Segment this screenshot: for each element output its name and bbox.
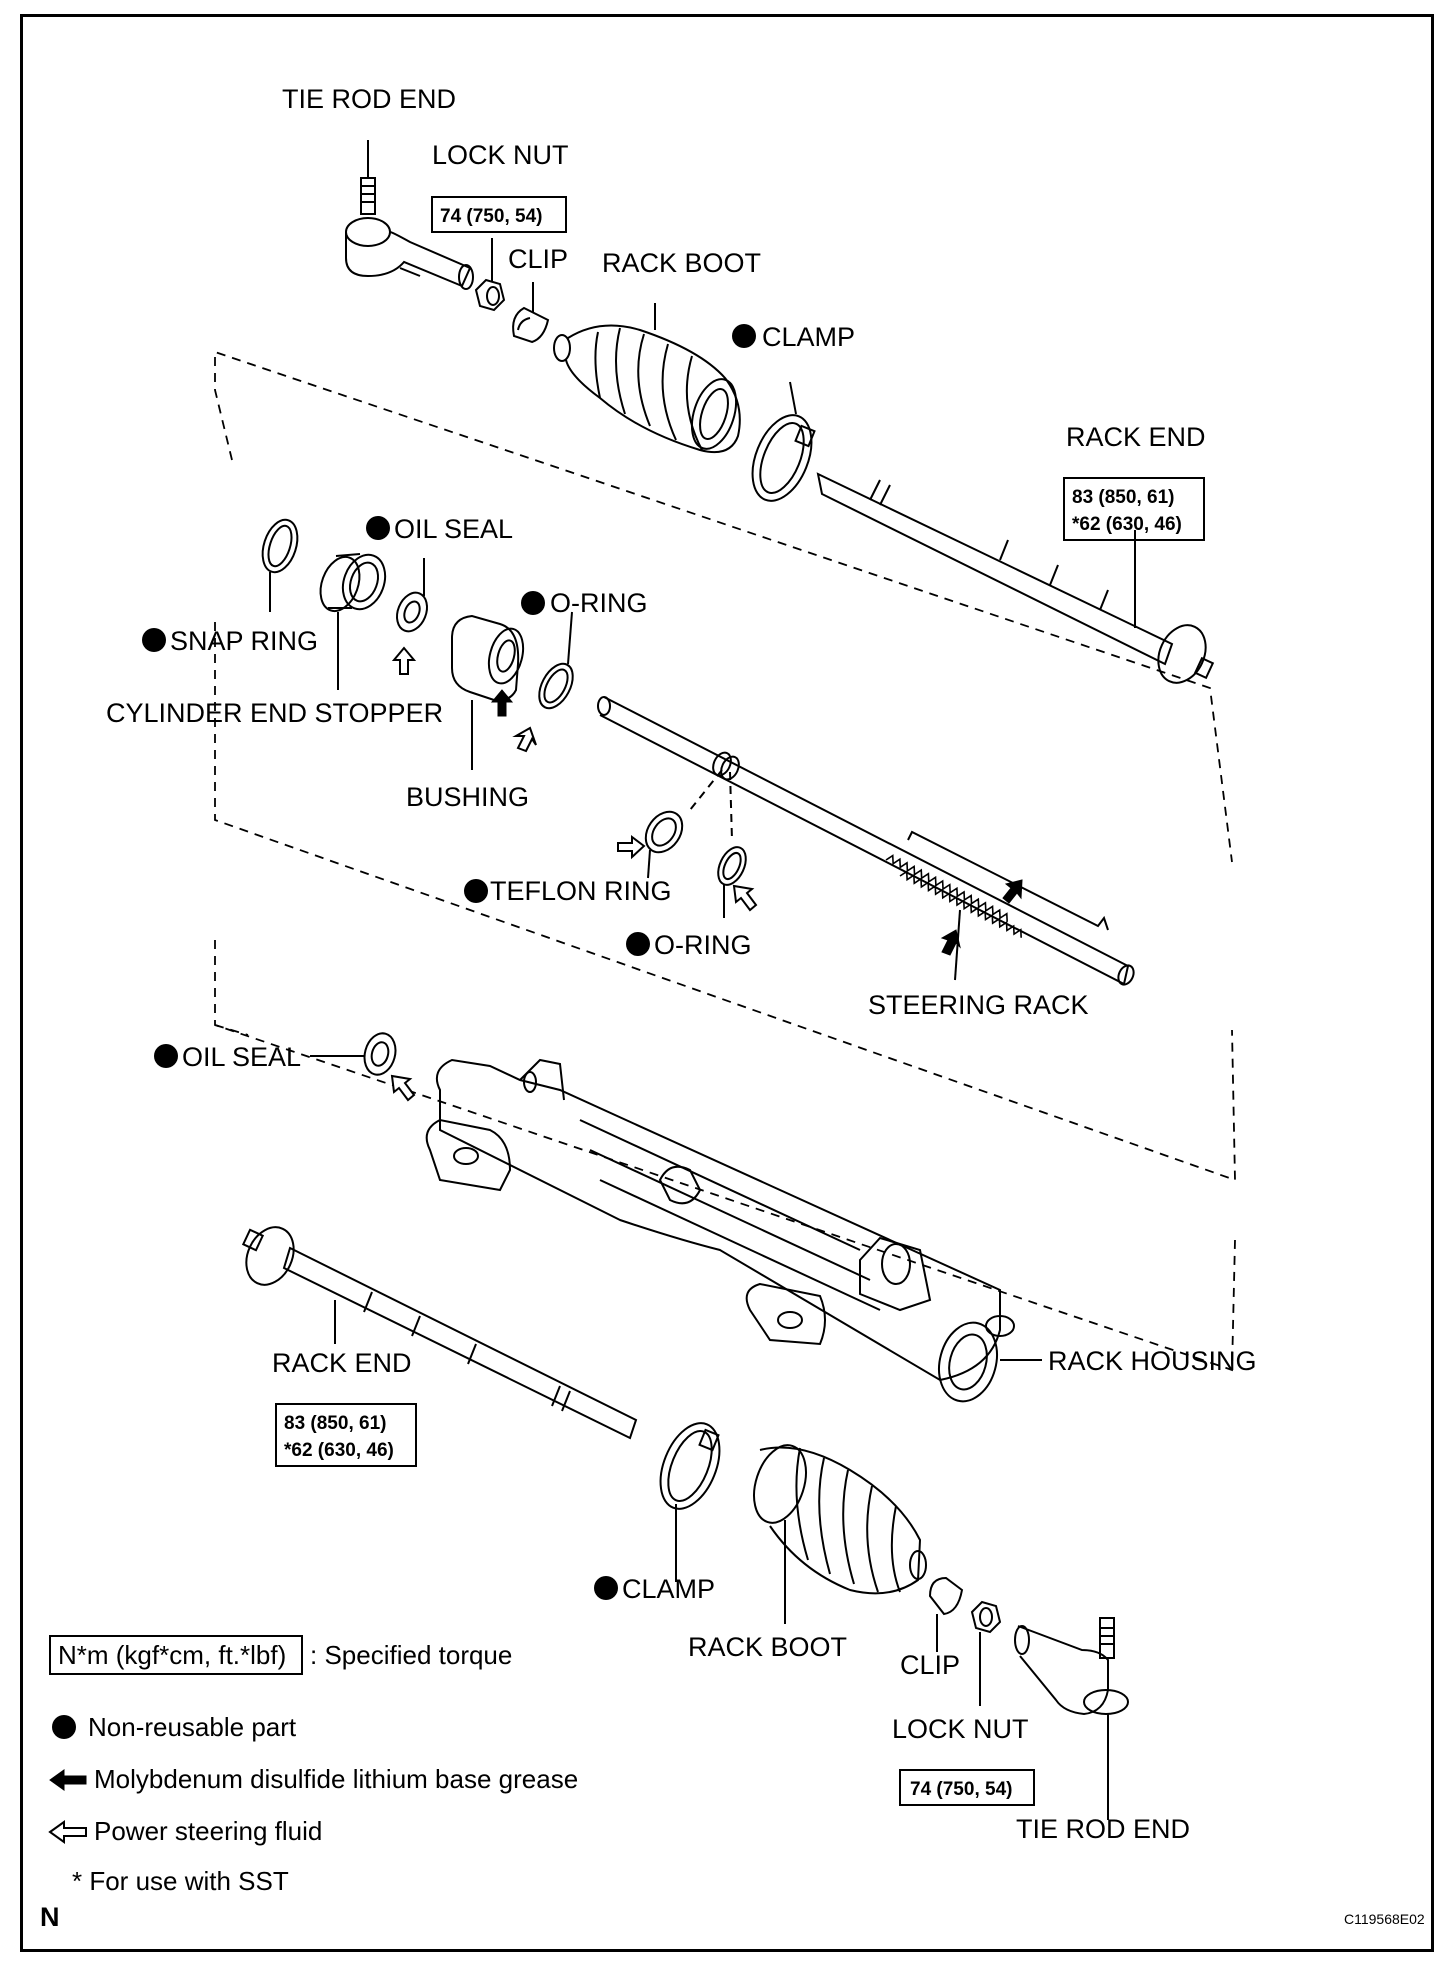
- ps-fluid-arrow-icon: [617, 835, 646, 860]
- rack-end-left: [241, 1226, 638, 1440]
- torque-rack-end-left-1: 83 (850, 61): [284, 1413, 386, 1434]
- legend-sst-note: * For use with SST: [72, 1866, 289, 1896]
- rack-teeth: [885, 854, 1022, 938]
- non-reusable-bullet-icon: [594, 1576, 618, 1600]
- lock-nut-top: [474, 238, 506, 312]
- label-snap-ring: SNAP RING: [170, 626, 318, 656]
- grease-arrow-icon: [490, 689, 514, 717]
- rack-end-right: [816, 472, 1215, 684]
- label-bushing: BUSHING: [406, 782, 529, 812]
- clamp-top: [751, 381, 816, 502]
- ps-fluid-arrow-icon: [732, 884, 758, 912]
- diagram-frame: [20, 14, 1434, 1952]
- legend-ps-fluid: Power steering fluid: [94, 1816, 322, 1846]
- ps-fluid-arrow-icon: [390, 1074, 416, 1102]
- torque-box-rack-end-right: [1063, 477, 1205, 541]
- label-clamp-bottom: CLAMP: [622, 1574, 715, 1604]
- label-rack-end-left: RACK END: [272, 1348, 412, 1378]
- label-clamp-top: CLAMP: [762, 322, 855, 352]
- label-rack-boot-top: RACK BOOT: [602, 248, 761, 278]
- grease-arrow-icon: [1002, 879, 1023, 904]
- label-lock-nut-bottom: LOCK NUT: [892, 1714, 1029, 1744]
- label-rack-end-right: RACK END: [1066, 422, 1206, 452]
- non-reusable-bullet-icon: [626, 932, 650, 956]
- torque-box-lock-nut-bottom: [899, 1769, 1035, 1806]
- clip-top: [512, 282, 550, 344]
- steering-rack: [597, 696, 1135, 986]
- torque-lock-nut-top: 74 (750, 54): [440, 206, 542, 227]
- label-steering-rack: STEERING RACK: [868, 990, 1089, 1020]
- label-rack-housing: RACK HOUSING: [1048, 1346, 1257, 1376]
- tie-rod-end-bottom: [1014, 1617, 1129, 1820]
- torque-box-lock-nut-top: [431, 196, 567, 233]
- legend-non-reusable: Non-reusable part: [88, 1712, 297, 1742]
- non-reusable-bullet-icon: [464, 879, 488, 903]
- legend-moly-grease: Molybdenum disulfide lithium base grease: [94, 1764, 578, 1794]
- o-ring-upper: [538, 611, 574, 710]
- grease-arrow-icon: [940, 929, 961, 956]
- torque-box-rack-end-left: [275, 1403, 417, 1467]
- label-teflon-ring: TEFLON RING: [490, 876, 672, 906]
- bushing: [451, 614, 525, 770]
- legend-ps-fluid-arrow-icon: [48, 1820, 87, 1844]
- oil-seal-upper: [396, 558, 428, 633]
- non-reusable-bullet-icon: [366, 516, 390, 540]
- label-o-ring-upper: O-RING: [550, 588, 648, 618]
- torque-lock-nut-bottom: 74 (750, 54): [910, 1779, 1012, 1800]
- label-oil-seal-lower: OIL SEAL: [182, 1042, 301, 1072]
- torque-rack-end-right-1: 83 (850, 61): [1072, 487, 1174, 508]
- dashed-group-outlines: [214, 350, 1236, 1372]
- part-labels: TIE ROD END LOCK NUT CLIP RACK BOOT CLAM…: [106, 84, 1257, 1844]
- ps-fluid-arrow-icon: [391, 646, 417, 675]
- rack-housing: [425, 1058, 1042, 1403]
- non-reusable-bullet-icon: [142, 628, 166, 652]
- snap-ring: [261, 518, 299, 612]
- legend-torque-desc: : Specified torque: [310, 1640, 512, 1670]
- label-tie-rod-end-top: TIE ROD END: [282, 84, 456, 114]
- label-lock-nut-top: LOCK NUT: [432, 140, 569, 170]
- lock-nut-bottom: [970, 1600, 1002, 1706]
- label-clip-top: CLIP: [508, 244, 568, 274]
- teflon-ring: [644, 810, 684, 879]
- label-rack-boot-bottom: RACK BOOT: [688, 1632, 847, 1662]
- label-clip-bottom: CLIP: [900, 1650, 960, 1680]
- torque-values: 74 (750, 54) 83 (850, 61) *62 (630, 46) …: [284, 206, 1182, 1800]
- torque-rack-end-right-2: *62 (630, 46): [1072, 514, 1182, 535]
- north-indicator: N: [40, 1902, 60, 1932]
- legend-non-reusable-bullet-icon: [52, 1715, 76, 1739]
- label-cylinder-end-stopper: CYLINDER END STOPPER: [106, 698, 443, 728]
- non-reusable-markers: [52, 324, 756, 1739]
- ps-fluid-arrow-icon: [512, 726, 537, 753]
- label-tie-rod-end-bottom: TIE ROD END: [1016, 1814, 1190, 1844]
- rack-boot-top: [553, 303, 741, 454]
- legend-torque-box: [49, 1635, 303, 1675]
- tie-rod-end-top: [345, 140, 474, 290]
- legend-grease-arrow-icon: [49, 1769, 87, 1791]
- clip-bottom: [928, 1576, 964, 1652]
- non-reusable-bullet-icon: [732, 324, 756, 348]
- fluid-arrows: [48, 646, 758, 1844]
- non-reusable-bullet-icon: [521, 591, 545, 615]
- label-oil-seal-upper: OIL SEAL: [394, 514, 513, 544]
- non-reusable-bullet-icon: [154, 1044, 178, 1068]
- o-ring-lower: [717, 846, 747, 918]
- grease-arrows: [49, 689, 1023, 1791]
- clamp-bottom: [659, 1422, 721, 1582]
- oil-seal-lower: [310, 1032, 397, 1076]
- torque-rack-end-left-2: *62 (630, 46): [284, 1440, 394, 1461]
- label-o-ring-lower: O-RING: [654, 930, 752, 960]
- legend-torque-box-text: N*m (kgf*cm, ft.*lbf): [58, 1640, 286, 1670]
- legend: N*m (kgf*cm, ft.*lbf) : Specified torque…: [58, 1640, 578, 1896]
- rack-boot-bottom: [753, 1444, 927, 1624]
- figure-code: C119568E02: [1344, 1911, 1425, 1927]
- cylinder-end-stopper: [319, 553, 387, 690]
